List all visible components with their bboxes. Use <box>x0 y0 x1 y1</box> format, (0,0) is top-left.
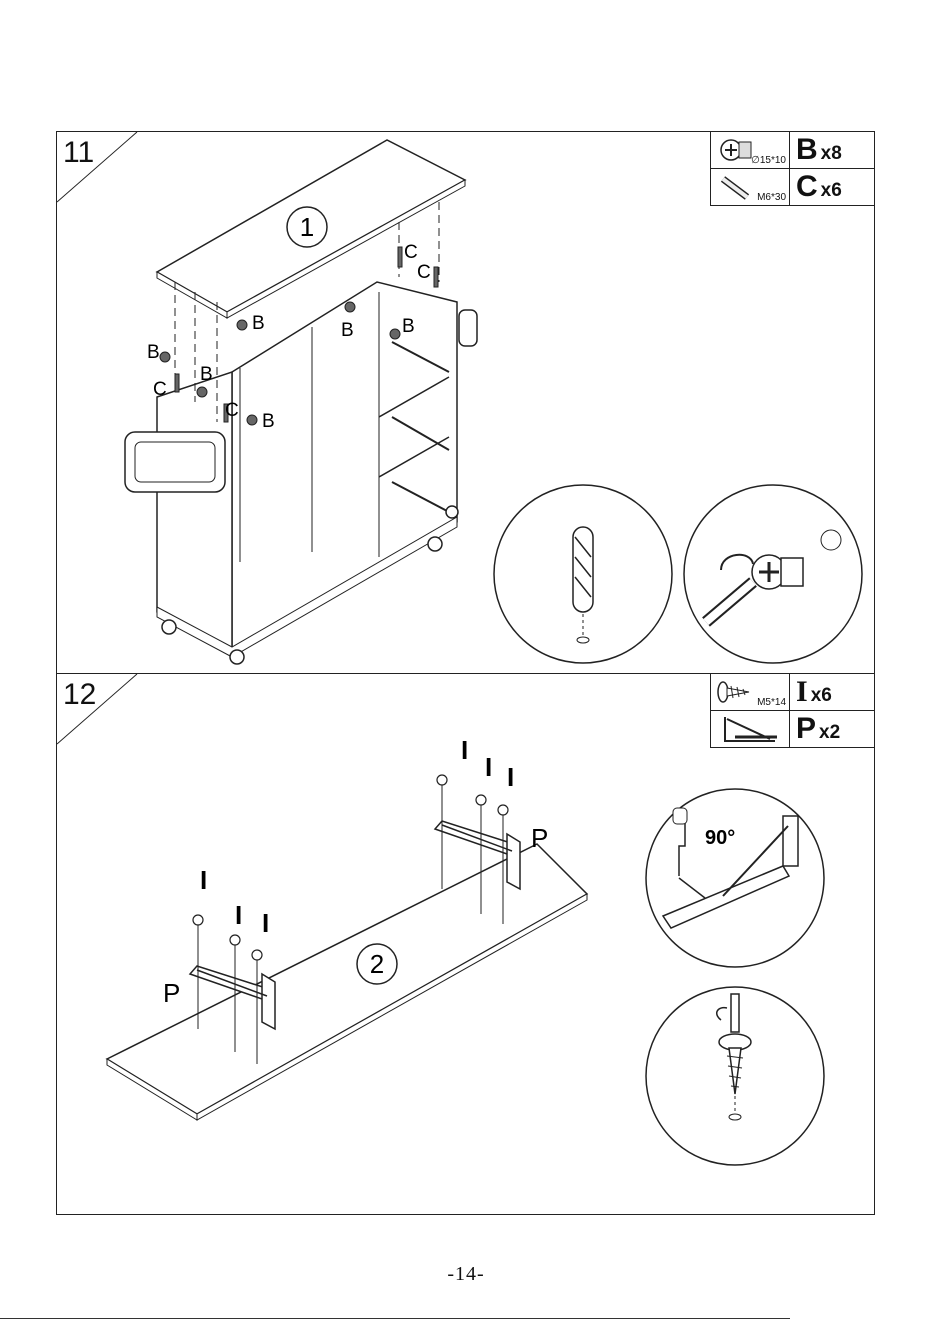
callout-i: I <box>235 900 242 930</box>
callout-p: P <box>531 823 548 853</box>
callout-c: C <box>153 379 167 400</box>
bolt-detail-circle <box>491 482 675 666</box>
callout-c: C <box>417 262 431 283</box>
callout-i: I <box>200 865 207 895</box>
bracket-angle-detail-circle: 90° <box>643 786 827 970</box>
assembly-label: 1 <box>300 212 314 242</box>
callout-b: B <box>200 364 213 385</box>
callout-b: B <box>341 320 354 341</box>
callout-p: P <box>163 978 180 1008</box>
assembly-label: 2 <box>370 949 384 979</box>
callout-c: C <box>225 400 239 421</box>
callout-i: I <box>461 735 468 765</box>
callout-i: I <box>485 752 492 782</box>
callout-i: I <box>262 908 269 938</box>
footer-rule <box>0 1318 790 1319</box>
callout-c: C <box>404 242 418 263</box>
page-number: -14- <box>0 1263 932 1286</box>
screw-detail-circle <box>643 984 827 1168</box>
callout-b: B <box>402 316 415 337</box>
angle-label: 90° <box>705 827 735 849</box>
callout-b: B <box>252 313 265 334</box>
cam-lock-detail-circle <box>681 482 865 666</box>
callout-b: B <box>147 342 160 363</box>
callout-i: I <box>507 762 514 792</box>
callout-b: B <box>262 411 275 432</box>
